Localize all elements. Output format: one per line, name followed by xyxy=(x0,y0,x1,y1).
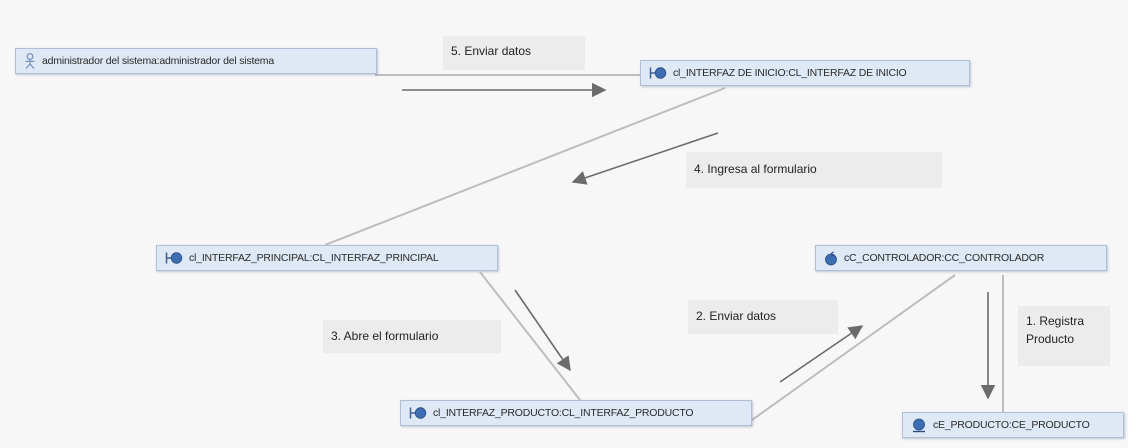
boundary-icon xyxy=(165,252,183,264)
boundary-icon xyxy=(649,67,667,79)
node-label: cl_INTERFAZ_PRINCIPAL:CL_INTERFAZ_PRINCI… xyxy=(189,252,439,264)
link-inicio-principal xyxy=(324,87,726,246)
node-producto[interactable]: cE_PRODUCTO:CE_PRODUCTO xyxy=(902,412,1124,438)
message-text-1a: 1. Registra xyxy=(1026,314,1085,328)
node-interfaz-producto[interactable]: cl_INTERFAZ_PRODUCTO:CL_INTERFAZ_PRODUCT… xyxy=(400,400,752,426)
link-principal-producto-if xyxy=(479,271,581,401)
node-label: cC_CONTROLADOR:CC_CONTROLADOR xyxy=(844,252,1045,264)
message-text-1b: Producto xyxy=(1026,332,1075,346)
message-label-1: 1. Registra Producto xyxy=(1018,306,1110,366)
message-text-3: 3. Abre el formulario xyxy=(331,329,439,343)
message-label-5: 5. Enviar datos xyxy=(443,36,585,70)
arrow-message-4 xyxy=(571,132,719,185)
arrow-message-3 xyxy=(514,289,571,372)
actor-icon xyxy=(25,53,35,69)
message-text-4: 4. Ingresa al formulario xyxy=(694,162,817,176)
boundary-icon xyxy=(409,407,427,419)
control-icon xyxy=(825,250,837,265)
node-interfaz-principal[interactable]: cl_INTERFAZ_PRINCIPAL:CL_INTERFAZ_PRINCI… xyxy=(156,245,498,271)
node-label: administrador del sistema:administrador … xyxy=(42,55,274,67)
node-label: cl_INTERFAZ_PRODUCTO:CL_INTERFAZ_PRODUCT… xyxy=(433,407,694,419)
node-interfaz-inicio[interactable]: cl_INTERFAZ DE INICIO:CL_INTERFAZ DE INI… xyxy=(640,60,970,86)
node-label: cl_INTERFAZ DE INICIO:CL_INTERFAZ DE INI… xyxy=(673,67,907,79)
message-text-2: 2. Enviar datos xyxy=(696,309,777,323)
link-producto-if-controlador xyxy=(751,274,956,421)
arrow-message-2 xyxy=(779,325,864,383)
node-label: cE_PRODUCTO:CE_PRODUCTO xyxy=(933,419,1090,431)
message-text-5: 5. Enviar datos xyxy=(451,44,532,58)
message-label-2: 2. Enviar datos xyxy=(688,300,838,334)
message-label-3: 3. Abre el formulario xyxy=(323,320,501,353)
message-label-4: 4. Ingresa al formulario xyxy=(686,152,942,188)
entity-icon xyxy=(913,418,925,432)
node-administrador[interactable]: administrador del sistema:administrador … xyxy=(15,48,377,74)
node-controlador[interactable]: cC_CONTROLADOR:CC_CONTROLADOR xyxy=(815,245,1107,271)
